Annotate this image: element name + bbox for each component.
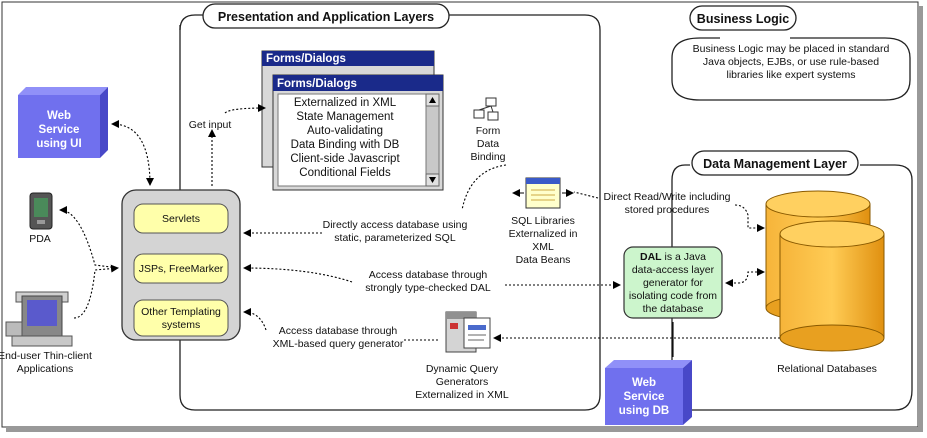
- presentation-layer-border: [179, 14, 601, 411]
- direct-rw-line-2: stored procedures: [625, 204, 710, 216]
- form-binding-line-2: Data: [477, 138, 499, 150]
- forms-front-title: Forms/Dialogs: [277, 78, 357, 90]
- data-layer-border: [671, 164, 913, 411]
- business-logic-line-2: Java objects, EJBs, or use rule-based: [703, 56, 879, 68]
- scroll-down-icon: [429, 177, 436, 183]
- form-item: Externalized in XML: [294, 97, 397, 109]
- xml-access-line-2: XML-based query generator: [273, 338, 404, 350]
- web-service-db-line-1: Web: [632, 377, 656, 389]
- servlets-label: Servlets: [162, 213, 200, 225]
- jsps-label: JSPs, FreeMarker: [139, 263, 224, 275]
- form-item: Auto-validating: [307, 125, 383, 137]
- dal-access-line-1: Access database through: [369, 269, 488, 281]
- other-templating-line-2: systems: [162, 319, 201, 331]
- presentation-layer-title-box: [202, 3, 450, 29]
- get-input-label: Get input: [189, 119, 232, 131]
- business-logic-line-1: Business Logic may be placed in standard: [693, 43, 890, 55]
- dynamic-query-icon: [445, 311, 491, 353]
- web-service-ui: Web Service using UI: [18, 87, 108, 158]
- form-binding-icon: [473, 97, 499, 121]
- dal-line-3: generator for: [643, 277, 704, 289]
- scroll-up-icon: [429, 97, 436, 103]
- form-item: State Management: [296, 111, 394, 123]
- relational-db-label: Relational Databases: [777, 363, 877, 375]
- direct-access-line-1: Directly access database using: [323, 219, 468, 231]
- other-templating-line-1: Other Templating: [141, 306, 221, 318]
- dal-title: DAL: [640, 251, 662, 263]
- end-user-line-2: Applications: [17, 363, 74, 375]
- sql-line-1: SQL Libraries: [511, 215, 575, 227]
- business-logic-title: Business Logic: [697, 12, 789, 26]
- business-logic-line-3: libraries like expert systems: [727, 69, 856, 81]
- xml-access-line-1: Access database through: [279, 325, 398, 337]
- web-service-db: Web Service using DB: [605, 360, 692, 425]
- sql-library-icon: [512, 177, 574, 209]
- database-cylinder-front: [779, 220, 885, 352]
- dq-line-2: Generators: [436, 376, 489, 388]
- form-item: Client-side Javascript: [290, 153, 400, 165]
- dal-line-1-rest: is a Java: [662, 251, 707, 263]
- dq-line-3: Externalized in XML: [415, 389, 509, 401]
- direct-rw-line-1: Direct Read/Write including: [603, 191, 730, 203]
- pda-icon: [29, 192, 53, 230]
- sql-line-3: XML: [532, 241, 554, 253]
- web-service-ui-line-3: using UI: [36, 138, 81, 150]
- form-item: Conditional Fields: [299, 167, 391, 179]
- sql-line-2: Externalized in: [509, 228, 578, 240]
- dq-line-1: Dynamic Query: [426, 363, 499, 375]
- form-item: Data Binding with DB: [291, 139, 400, 151]
- sql-line-4: Data Beans: [516, 254, 571, 266]
- data-layer-title: Data Management Layer: [703, 157, 847, 171]
- end-user-line-1: End-user Thin-client: [0, 350, 92, 362]
- dal-line-5: the database: [643, 303, 704, 315]
- presentation-layer-title: Presentation and Application Layers: [218, 10, 434, 24]
- form-binding-line-1: Form: [476, 125, 501, 137]
- web-service-db-line-3: using DB: [619, 405, 669, 417]
- web-service-ui-line-1: Web: [47, 110, 71, 122]
- frame-shadow: [918, 6, 923, 431]
- dal-line-1: DAL is a Java: [640, 251, 706, 263]
- web-service-ui-line-2: Service: [39, 124, 80, 136]
- forms-back-title: Forms/Dialogs: [266, 53, 346, 65]
- dal-box: [623, 246, 723, 319]
- direct-access-line-2: static, parameterized SQL: [334, 232, 456, 244]
- computer-icon: [5, 291, 73, 347]
- frame-shadow-bottom: [6, 427, 923, 432]
- pda-label: PDA: [29, 233, 51, 245]
- business-logic-border: [671, 37, 911, 101]
- data-layer-title-box: [691, 150, 859, 176]
- other-templating-box: [133, 299, 229, 337]
- connectors: [59, 104, 780, 357]
- business-logic-title-box: [689, 5, 797, 31]
- forms-dialog-front: Forms/Dialogs Externalized in XML State …: [272, 74, 444, 191]
- dal-line-4: isolating code from: [629, 290, 717, 302]
- dal-access-line-2: strongly type-checked DAL: [365, 282, 491, 294]
- web-service-db-line-2: Service: [624, 391, 665, 403]
- servlets-box: [133, 203, 229, 234]
- form-binding-line-3: Binding: [470, 151, 505, 163]
- dal-line-2: data-access layer: [632, 264, 715, 276]
- jsps-box: [133, 253, 229, 284]
